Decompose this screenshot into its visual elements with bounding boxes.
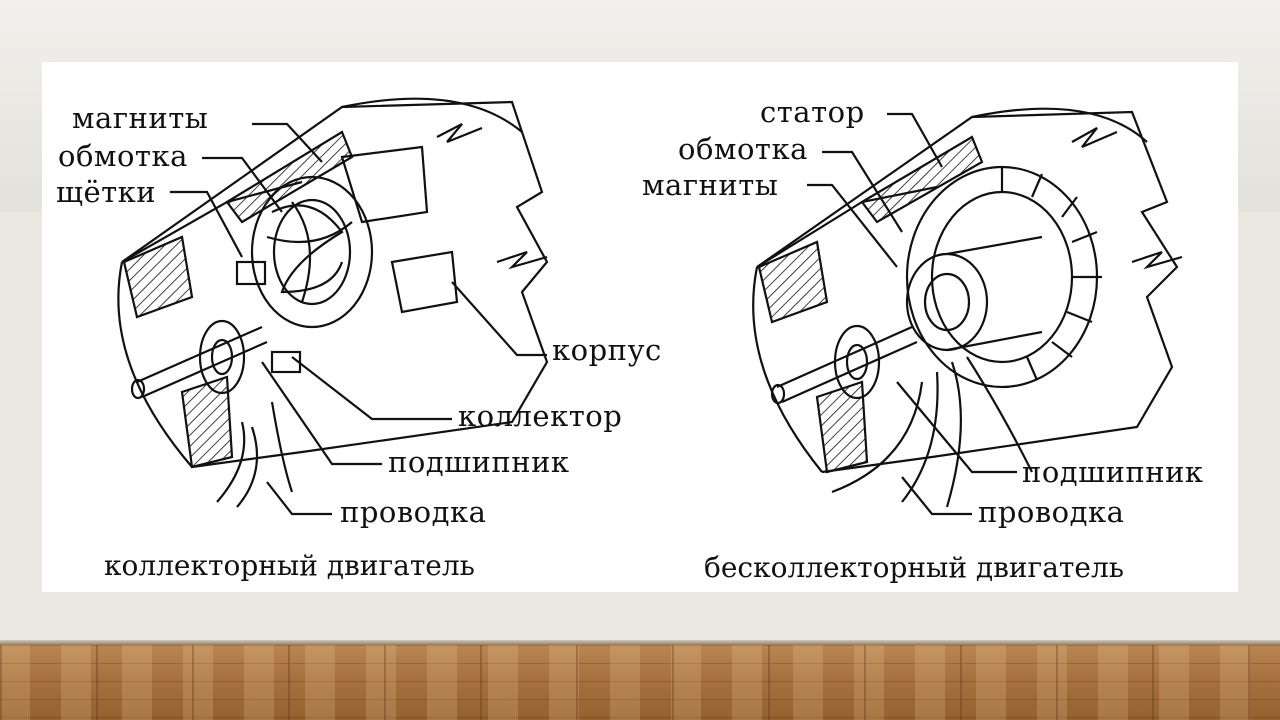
motor-drawings	[117, 97, 1183, 516]
label-magnets-left: магниты	[72, 101, 209, 135]
motor-diagram-figure: магниты обмотка щётки корпус коллектор п…	[42, 62, 1238, 592]
label-wiring-right: проводка	[978, 495, 1125, 529]
brushed-motor-drawing	[117, 97, 549, 516]
label-stator-right: статор	[760, 95, 865, 129]
brushless-motor-drawing	[752, 107, 1183, 516]
label-brushes-left: щётки	[56, 175, 157, 209]
label-collector-left: коллектор	[458, 399, 623, 433]
label-winding-right: обмотка	[678, 132, 808, 166]
label-magnets-right: магниты	[642, 168, 779, 202]
label-housing-left: корпус	[552, 333, 662, 367]
label-bearing-right: подшипник	[1022, 455, 1204, 489]
caption-brushless-motor: бесколлекторный двигатель	[704, 551, 1125, 584]
caption-brushed-motor: коллекторный двигатель	[104, 549, 475, 582]
label-winding-left: обмотка	[58, 139, 188, 173]
floor-edge	[0, 640, 1280, 646]
label-bearing-left: подшипник	[388, 445, 570, 479]
wooden-floor	[0, 645, 1280, 720]
label-wiring-left: проводка	[340, 495, 487, 529]
